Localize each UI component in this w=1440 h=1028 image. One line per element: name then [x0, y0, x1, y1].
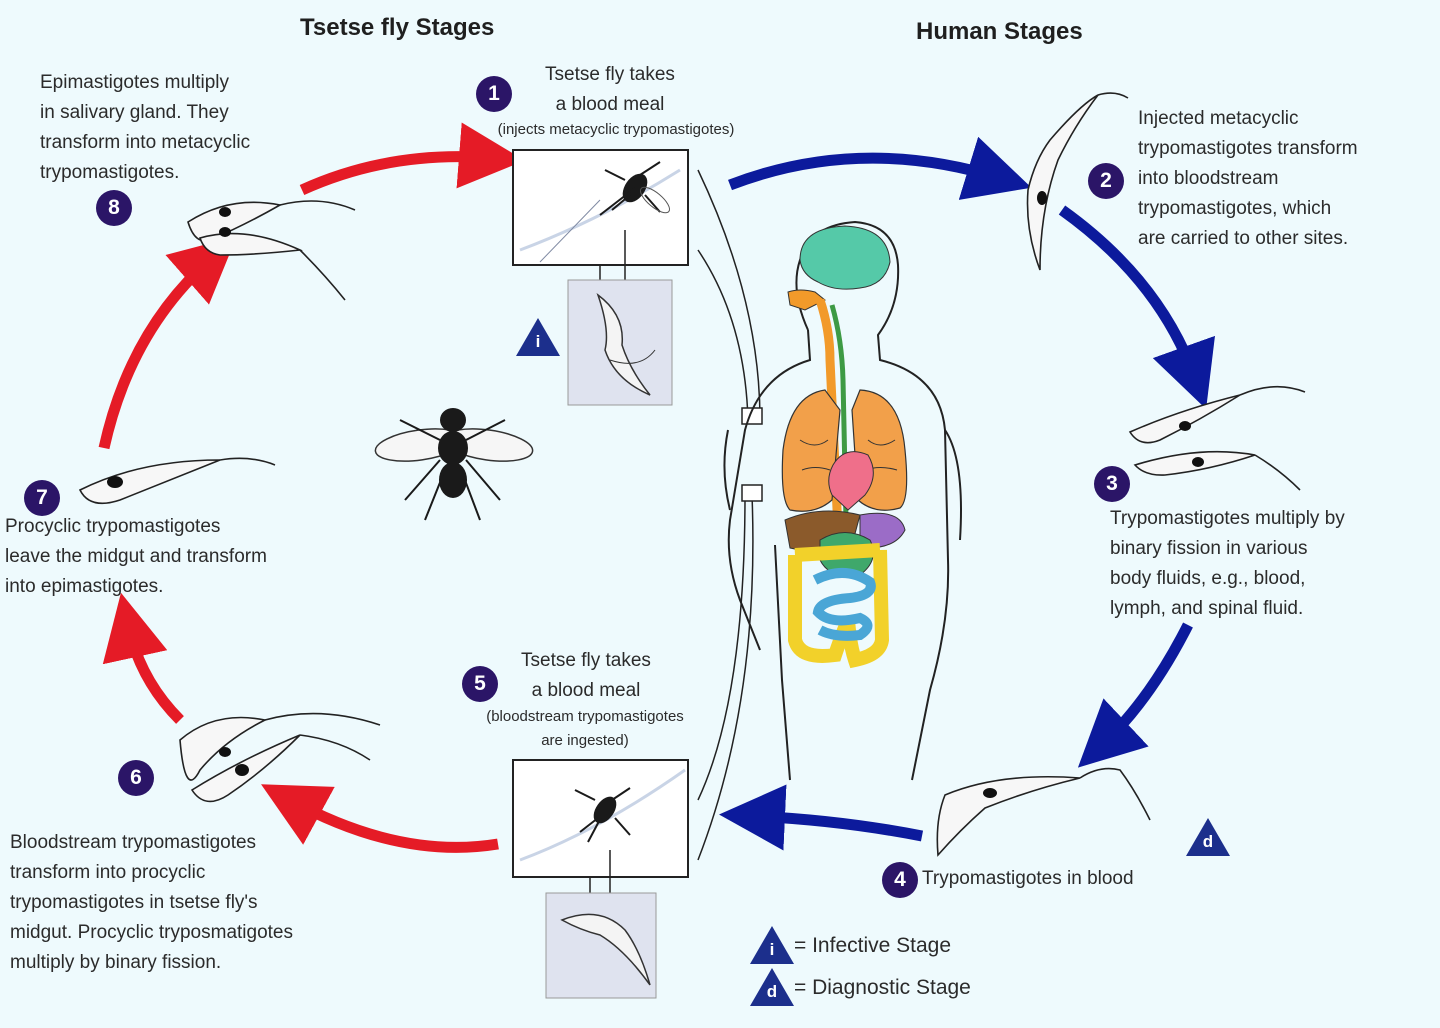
step-5-note-line: are ingested) [541, 732, 629, 749]
step-badge-5: 5 [462, 666, 498, 702]
infective-stage-marker: i [516, 318, 560, 356]
step-3-text: Trypomastigotes multiply by binary fissi… [1110, 504, 1430, 624]
step-8-line: Epimastigotes multiply [40, 72, 230, 93]
legend-diagnostic-icon: d [750, 968, 794, 1006]
arrow-6-to-7 [102, 592, 184, 724]
step-2-line: are carried to other sites. [1138, 228, 1349, 249]
infective-marker-symbol: i [535, 332, 541, 351]
diagnostic-marker-symbol: d [1202, 832, 1214, 851]
step-5-line: a blood meal [531, 680, 641, 701]
step-7-line: Procyclic trypomastigotes [5, 516, 221, 537]
step-7-line: leave the midgut and transform [5, 546, 267, 567]
arrow-5-to-6 [261, 784, 499, 853]
pointer-line [697, 494, 746, 801]
step-2-line: into bloodstream [1138, 168, 1279, 189]
step-badge-4: 4 [882, 862, 918, 898]
step-2-line: Injected metacyclic [1138, 108, 1299, 129]
step-2-line: trypomastigotes, which [1138, 198, 1332, 219]
legend-infective-label: = Infective Stage [794, 934, 952, 957]
legend-diagnostic-label: = Diagnostic Stage [794, 976, 971, 999]
step-3-line: body fluids, e.g., blood, [1110, 568, 1306, 589]
step-8-line: in salivary gland. They [40, 102, 229, 123]
step-6-line: multiply by binary fission. [10, 952, 222, 973]
human-stages-heading: Human Stages [916, 18, 1083, 45]
fly-bite-inset-top [512, 149, 689, 266]
step-badge-1: 1 [476, 76, 512, 112]
human-body-illustration [723, 220, 962, 781]
trypomastigote-inset-bottom [545, 892, 657, 999]
step-4-text: Trypomastigotes in blood [922, 868, 1134, 889]
step-6-line: trypomastigotes in tsetse fly's [10, 892, 258, 913]
step-8-text: Epimastigotes multiply in salivary gland… [40, 68, 340, 188]
pointer-line [697, 494, 754, 861]
fly-bite-inset-bottom [512, 759, 689, 878]
inset-connector [599, 230, 626, 280]
step-1-note: (injects metacyclic trypomastigotes) [497, 121, 735, 138]
arrow-3-to-4 [1077, 622, 1193, 768]
trypomastigote-inset-top [567, 279, 673, 406]
tsetse-fly-illustration [374, 408, 534, 521]
step-badge-6: 6 [118, 760, 154, 796]
step-2-line: trypomastigotes transform [1138, 138, 1358, 159]
step-6-line: Bloodstream trypomastigotes [10, 832, 257, 853]
step-6-line: midgut. Procyclic tryposmatigotes [10, 922, 293, 943]
step-6-text: Bloodstream trypomastigotes transform in… [10, 828, 410, 978]
step-1-text: Tsetse fly takes a blood meal [520, 60, 700, 120]
step-3-line: lymph, and spinal fluid. [1110, 598, 1304, 619]
step-badge-3: 3 [1094, 466, 1130, 502]
bite-site-marker [741, 484, 763, 502]
arrow-2-to-3 [1058, 205, 1215, 410]
arrow-7-to-8 [98, 236, 237, 450]
parasite-nuclei [107, 191, 1204, 798]
step-5-note: (bloodstream trypomastigotes are ingeste… [430, 705, 740, 753]
step-6-line: transform into procyclic [10, 862, 206, 883]
step-badge-8: 8 [96, 190, 132, 226]
tsetse-fly-stages-heading: Tsetse fly Stages [300, 14, 495, 41]
legend-diagnostic-symbol: d [766, 982, 778, 1001]
step-7-text: Procyclic trypomastigotes leave the midg… [5, 512, 375, 602]
step-5-text: Tsetse fly takes a blood meal [496, 646, 676, 706]
inset-connector [589, 850, 611, 893]
step-3-line: Trypomastigotes multiply by [1110, 508, 1345, 529]
step-5-line: Tsetse fly takes [521, 650, 651, 671]
step-1-line: a blood meal [555, 94, 665, 115]
arrow-4-to-5 [719, 784, 924, 851]
diagnostic-stage-marker: d [1186, 818, 1230, 856]
step-3-line: binary fission in various [1110, 538, 1308, 559]
arrow-8-to-1 [299, 122, 525, 196]
step-8-line: trypomastigotes. [40, 162, 180, 183]
legend-infective-icon: i [750, 926, 794, 964]
step-badge-7: 7 [24, 480, 60, 516]
step-1-line: Tsetse fly takes [545, 64, 675, 85]
step-2-text: Injected metacyclic trypomastigotes tran… [1138, 104, 1438, 254]
pointer-line [697, 169, 761, 421]
step-badge-2: 2 [1088, 163, 1124, 199]
legend-infective-symbol: i [769, 940, 775, 959]
step-8-line: transform into metacyclic [40, 132, 251, 153]
bite-site-marker [741, 407, 763, 425]
pointer-line [697, 249, 749, 421]
arrow-1-to-2 [728, 136, 1032, 200]
step-5-note-line: (bloodstream trypomastigotes [486, 708, 684, 725]
step-7-line: into epimastigotes. [5, 576, 164, 597]
